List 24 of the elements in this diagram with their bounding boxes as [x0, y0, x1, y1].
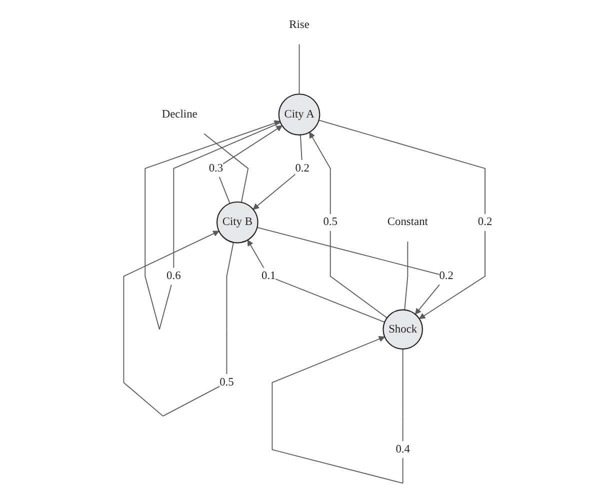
- edge-label: 0.2: [478, 216, 492, 228]
- edge-label: 0.3: [208, 162, 224, 174]
- arrow: [144, 120, 282, 330]
- arrow: [318, 120, 486, 320]
- node-text: Rise: [289, 18, 310, 31]
- node-circle: City B: [216, 201, 258, 244]
- node-circle: City A: [278, 94, 320, 136]
- edge-label: 0.5: [323, 216, 338, 228]
- edge-label: 0.2: [439, 270, 454, 282]
- connector: [204, 133, 249, 203]
- arrow: [309, 132, 388, 318]
- node-text: Decline: [162, 108, 198, 120]
- edge-label: 0.5: [220, 376, 234, 388]
- edge-label: 0.2: [295, 162, 310, 174]
- connector: [404, 241, 408, 310]
- edge-label: 0.4: [396, 443, 410, 456]
- connector: [298, 44, 300, 95]
- edge-label: 0.1: [262, 270, 276, 282]
- arrow: [252, 134, 303, 210]
- arrow: [247, 240, 386, 323]
- node-circle: Shock: [382, 309, 424, 350]
- node-text: Constant: [387, 216, 428, 228]
- arrow: [272, 336, 404, 484]
- edge-label: 0.6: [166, 270, 181, 282]
